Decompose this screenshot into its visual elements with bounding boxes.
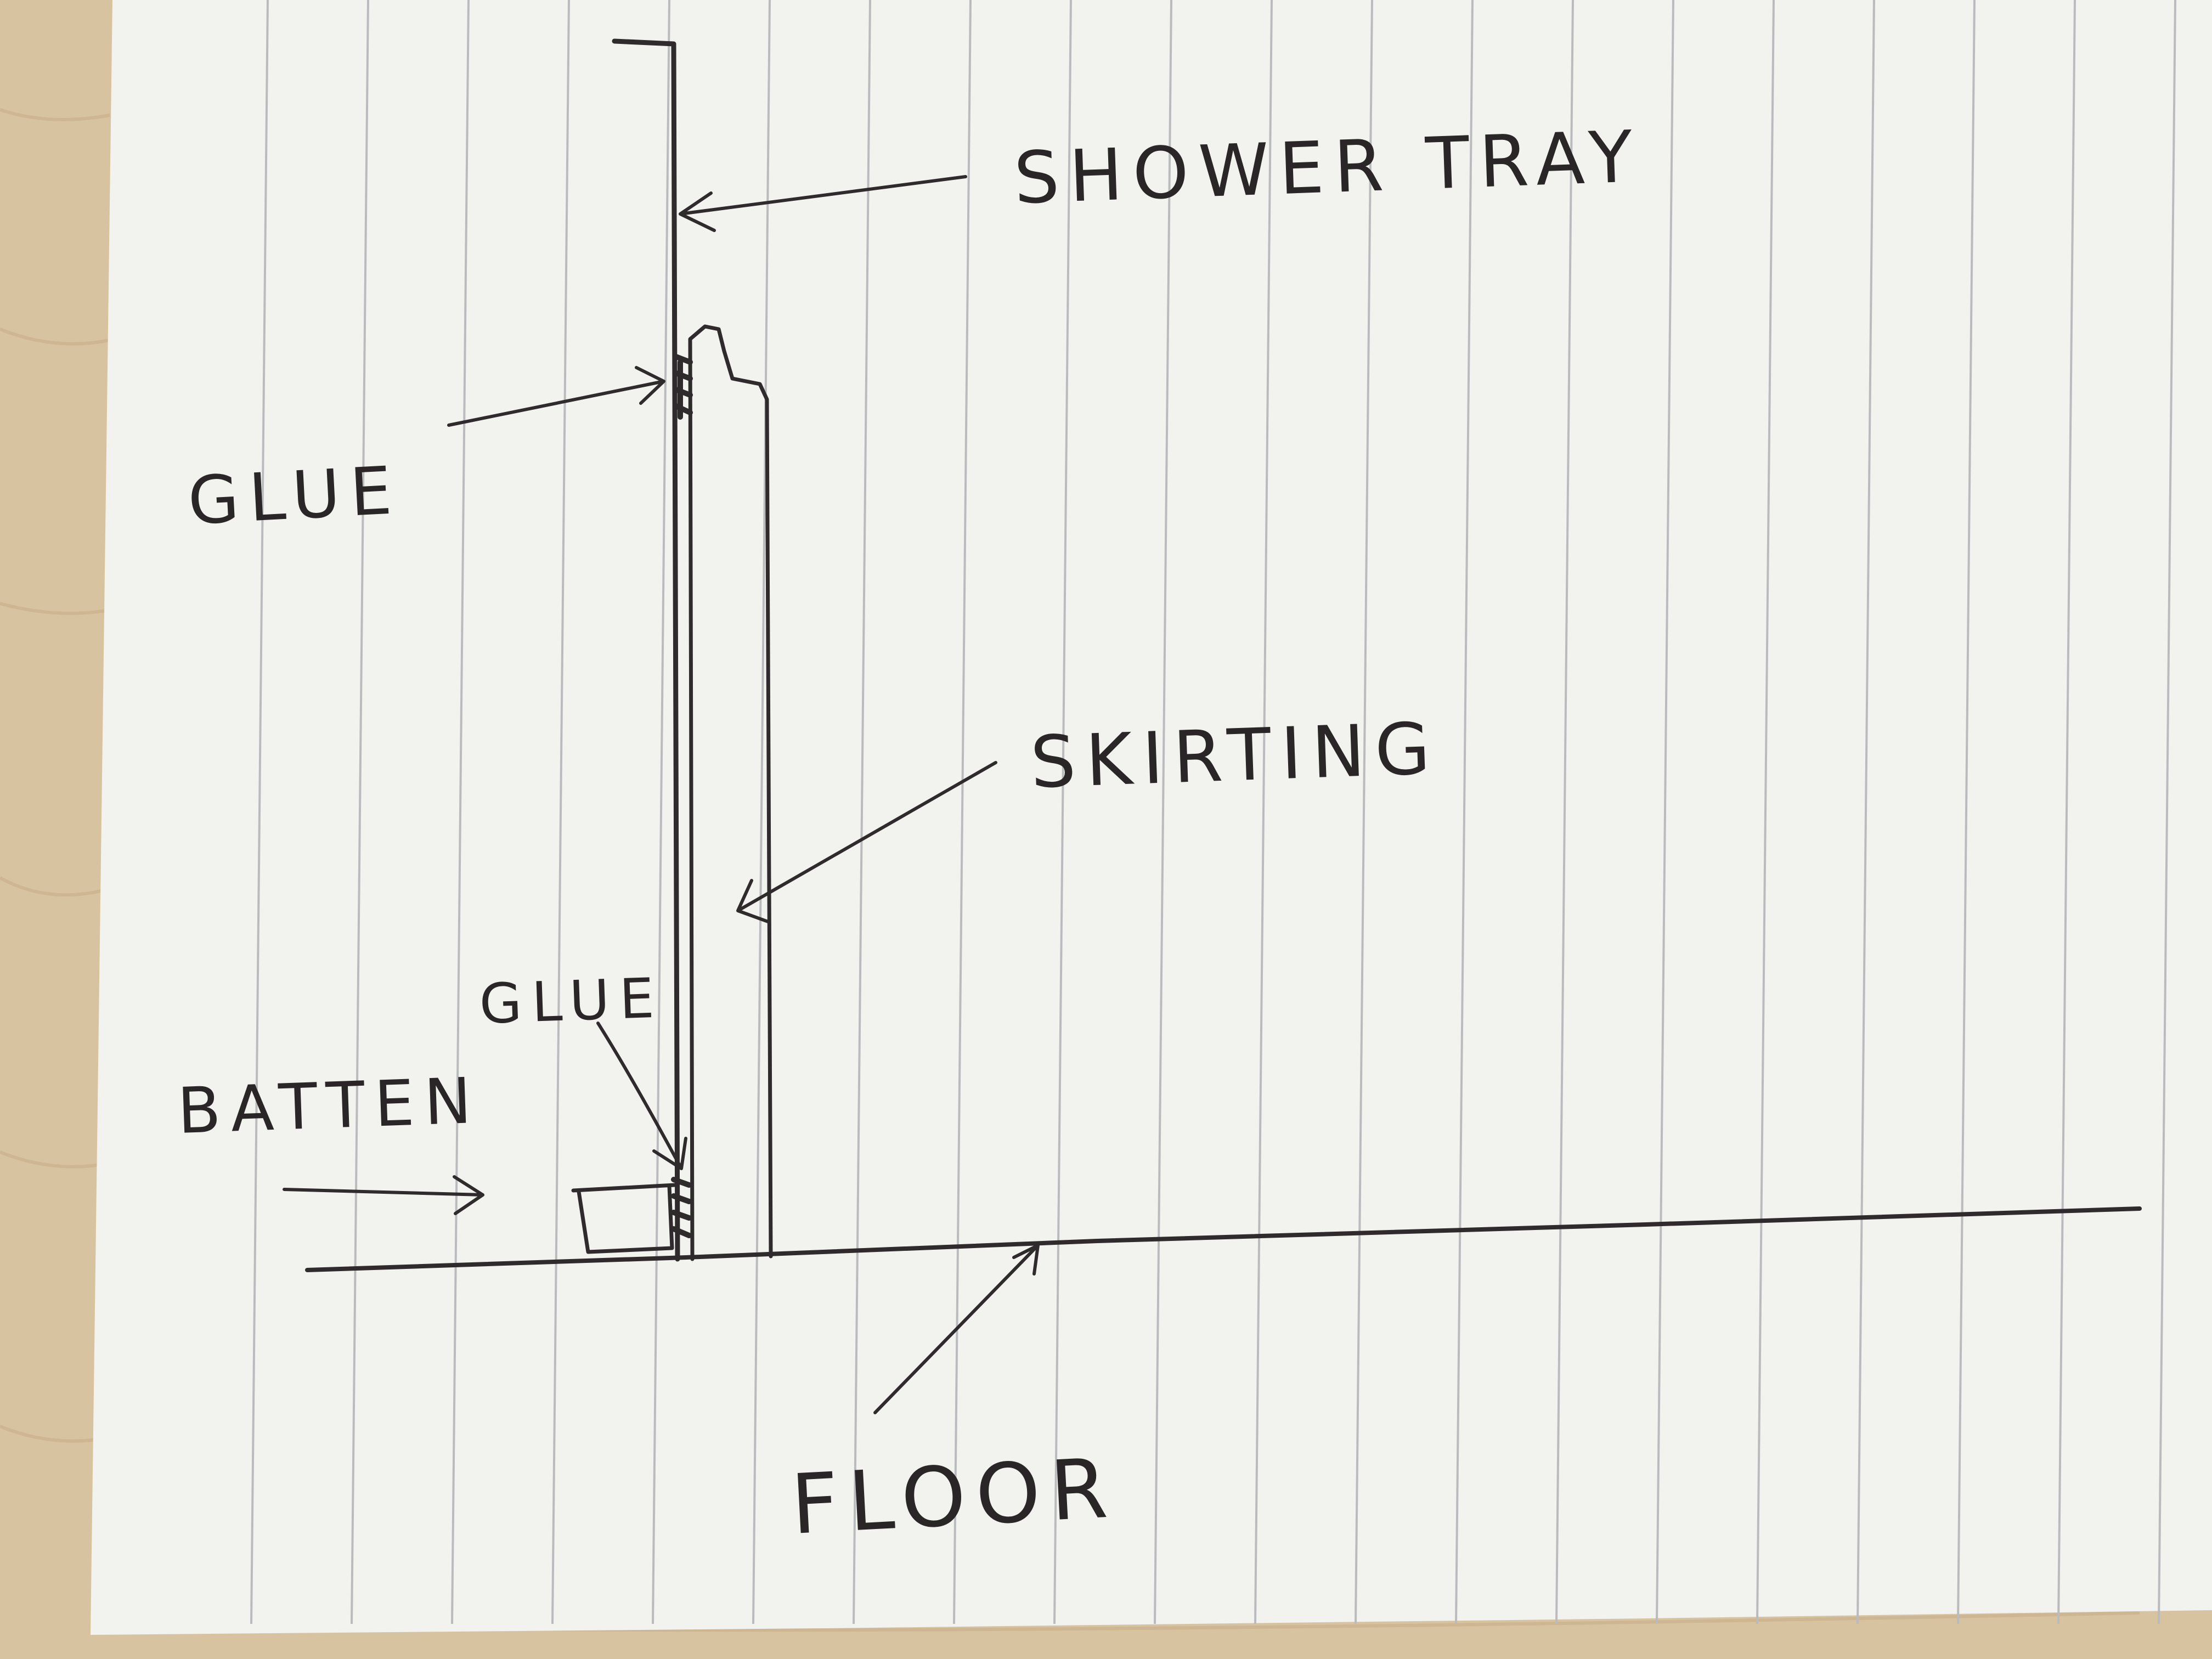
floor-line xyxy=(305,1206,2142,1272)
label-batten: BATTEN xyxy=(176,1064,482,1148)
ruled-line xyxy=(1455,0,1474,1624)
skirting-board xyxy=(688,324,773,1261)
arrow-skirting xyxy=(736,761,997,923)
ruled-line xyxy=(1857,0,1875,1624)
label-floor: FLOOR xyxy=(789,1441,1120,1553)
label-skirting: SKIRTING xyxy=(1029,707,1442,804)
ruled-line xyxy=(1957,0,1976,1624)
arrow-shower-tray xyxy=(679,175,967,232)
ruled-line xyxy=(1656,0,1674,1624)
label-glue-top: GLUE xyxy=(186,453,403,540)
ruled-line xyxy=(1053,0,1072,1624)
diagram-drawing xyxy=(283,38,2142,1414)
ruled-line xyxy=(1756,0,1775,1624)
ruled-line xyxy=(551,0,570,1624)
ruled-line xyxy=(451,0,470,1624)
paper-sheet xyxy=(91,0,2212,1635)
ruled-line xyxy=(1555,0,1574,1624)
glue-patch-top xyxy=(673,354,693,420)
ruled-line xyxy=(250,0,269,1624)
arrow-glue-bottom xyxy=(596,1022,687,1170)
ruled-line xyxy=(2158,0,2176,1624)
batten-block xyxy=(571,1183,677,1254)
arrow-glue-top xyxy=(447,366,665,427)
ruled-line xyxy=(1355,0,1373,1624)
ruled-line xyxy=(652,0,670,1624)
shower-tray-panel xyxy=(612,38,680,1262)
ruled-line xyxy=(351,0,369,1624)
label-glue-bottom: GLUE xyxy=(478,966,665,1036)
ruled-line xyxy=(1254,0,1273,1624)
ruled-lines xyxy=(250,0,2176,1624)
arrow-batten xyxy=(283,1175,484,1215)
ruled-line xyxy=(752,0,771,1624)
ruled-line xyxy=(953,0,972,1624)
ruled-line xyxy=(1154,0,1172,1624)
glue-patch-bottom xyxy=(671,1177,692,1238)
ruled-line xyxy=(853,0,871,1624)
ruled-line xyxy=(2057,0,2076,1624)
arrow-floor xyxy=(873,1244,1040,1414)
